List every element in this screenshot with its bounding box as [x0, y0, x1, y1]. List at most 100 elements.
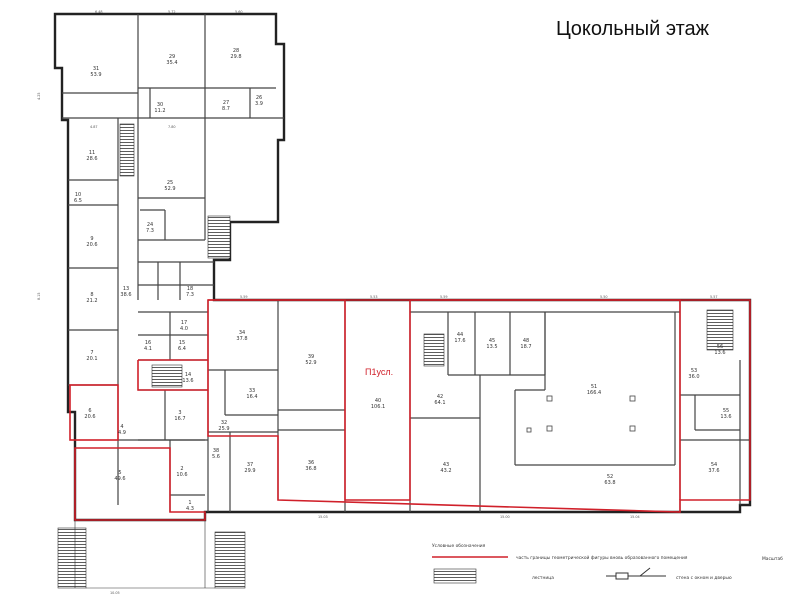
room-area: 13.6	[714, 350, 725, 356]
dimension-marks: 6.48 5.72 5.60 4.87 7.80 5.59 5.53 5.59 …	[37, 10, 718, 595]
room-5: 549.6	[114, 470, 125, 482]
room-7: 720.1	[86, 350, 97, 362]
room-area: 3.9	[255, 101, 263, 107]
room-area: 6.5	[74, 198, 82, 204]
legend-red-line-text: часть границы геометрической фигуры внов…	[516, 554, 688, 561]
room-16: 164.1	[144, 340, 152, 352]
room-2: 210.6	[176, 466, 187, 478]
room-area: 43.2	[440, 468, 451, 474]
legend-stairs-symbol	[433, 568, 477, 584]
room-number: 39	[308, 354, 314, 360]
room-number: 25	[167, 180, 173, 186]
room-number: 37	[247, 462, 253, 468]
room-area: 7.3	[186, 292, 194, 298]
page-title: Цокольный этаж	[556, 18, 710, 40]
room-26: 263.9	[255, 95, 263, 107]
room-4: 44.9	[118, 424, 126, 436]
area-label: П1усл.	[365, 367, 393, 377]
room-number: 3	[178, 410, 181, 416]
room-9: 920.6	[86, 236, 97, 248]
room-number: 42	[437, 394, 443, 400]
room-number: 30	[157, 102, 163, 108]
room-area: 6.4	[178, 346, 186, 352]
premises-boundary	[69, 299, 751, 521]
room-number: 1	[188, 500, 191, 506]
room-area: 29.8	[230, 54, 241, 60]
svg-text:5.60: 5.60	[235, 10, 243, 14]
svg-text:5.59: 5.59	[440, 295, 448, 299]
svg-text:15.00: 15.00	[500, 515, 510, 519]
room-number: 48	[523, 338, 529, 344]
interior-walls	[62, 14, 750, 512]
room-number: 38	[213, 448, 219, 454]
room-area: 5.6	[212, 454, 220, 460]
room-number: 33	[249, 388, 255, 394]
room-10: 106.5	[74, 192, 82, 204]
room-number: 28	[233, 48, 239, 54]
room-number: 54	[711, 462, 717, 468]
room-area: 49.6	[114, 476, 125, 482]
room-area: 53.9	[90, 72, 101, 78]
room-number: 53	[691, 368, 697, 374]
room-number: 2	[180, 466, 183, 472]
room-number: 51	[591, 384, 597, 390]
room-area: 29.9	[244, 468, 255, 474]
room-area: 25.9	[218, 426, 229, 432]
svg-text:15.03: 15.03	[318, 515, 328, 519]
room-number: 6	[88, 408, 91, 414]
room-area: 36.8	[305, 466, 316, 472]
room-number: 8	[90, 292, 93, 298]
room-area: 11.2	[154, 108, 165, 114]
room-number: 27	[223, 100, 229, 106]
room-number: 18	[187, 286, 193, 292]
room-17: 174.0	[180, 320, 188, 332]
room-number: 14	[185, 372, 191, 378]
room-area: 20.6	[86, 242, 97, 248]
room-number: 5	[118, 470, 121, 476]
room-area: 166.4	[587, 390, 601, 396]
room-number: 11	[89, 150, 95, 156]
svg-text:6.48: 6.48	[95, 10, 103, 14]
room-area: 20.6	[84, 414, 95, 420]
outer-walls	[53, 12, 752, 522]
svg-text:5.50: 5.50	[600, 295, 608, 299]
room-number: 44	[457, 332, 463, 338]
room-number: 55	[723, 408, 729, 414]
room-area: 4.9	[118, 430, 126, 436]
room-number: 26	[256, 95, 262, 101]
room-number: 13	[123, 286, 129, 292]
room-8: 821.2	[86, 292, 97, 304]
room-area: 106.1	[371, 404, 385, 410]
room-number: 34	[239, 330, 245, 336]
staircases	[57, 123, 734, 589]
legend-scale: Масштаб	[762, 555, 783, 562]
room-area: 52.9	[164, 186, 175, 192]
legend-stairs-text: лестница	[532, 576, 554, 581]
room-area: 8.7	[222, 106, 230, 112]
room-number: 9	[90, 236, 93, 242]
room-27: 278.7	[222, 100, 230, 112]
room-number: 43	[443, 462, 449, 468]
room-3: 316.7	[174, 410, 185, 422]
room-area: 37.8	[236, 336, 247, 342]
room-area: 10.6	[176, 472, 187, 478]
hall-columns	[526, 395, 636, 433]
legend: Условные обозначения часть границы геоме…	[432, 542, 783, 584]
svg-text:4.25: 4.25	[37, 92, 41, 100]
